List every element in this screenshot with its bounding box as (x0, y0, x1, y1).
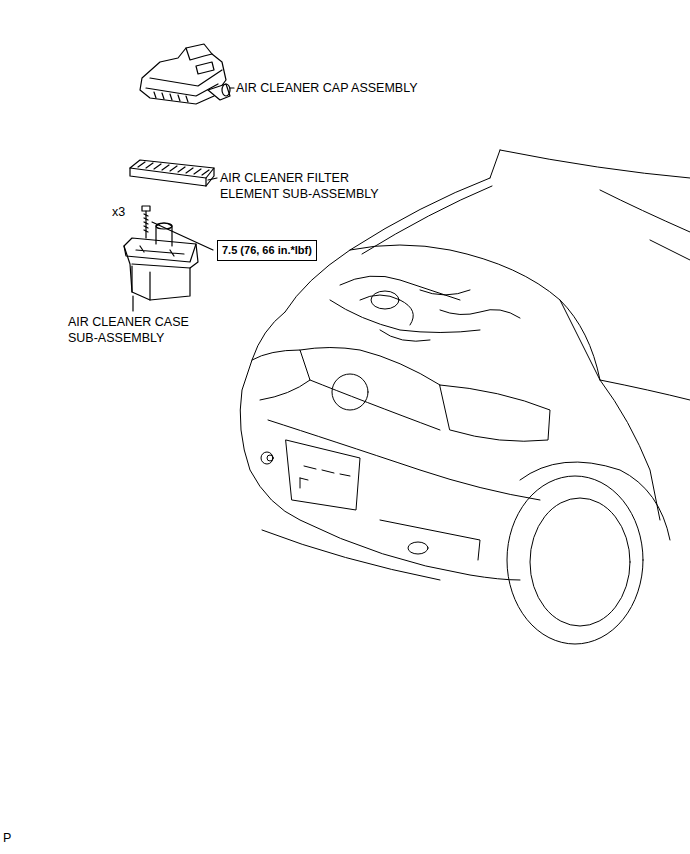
leader-line (132, 296, 133, 311)
leader-line (230, 87, 234, 88)
torque-spec-box: 7.5 (76, 66 in.*lbf) (217, 240, 317, 261)
air-cleaner-filter (130, 160, 214, 186)
quantity-note: x3 (112, 204, 142, 220)
part-name: AIR CLEANER CASE SUB-ASSEMBLY (68, 314, 208, 346)
leader-line (208, 178, 217, 180)
air-cleaner-cap (140, 44, 230, 104)
torque-value: 7.5 (76, 66 in.*lbf) (222, 243, 312, 258)
vehicle-front (240, 150, 690, 644)
page-mark: P (3, 830, 33, 846)
part-name: AIR CLEANER CAP ASSEMBLY (236, 80, 456, 96)
part-name: AIR CLEANER FILTER ELEMENT SUB-ASSEMBLY (220, 170, 400, 202)
air-cleaner-case (124, 223, 198, 300)
